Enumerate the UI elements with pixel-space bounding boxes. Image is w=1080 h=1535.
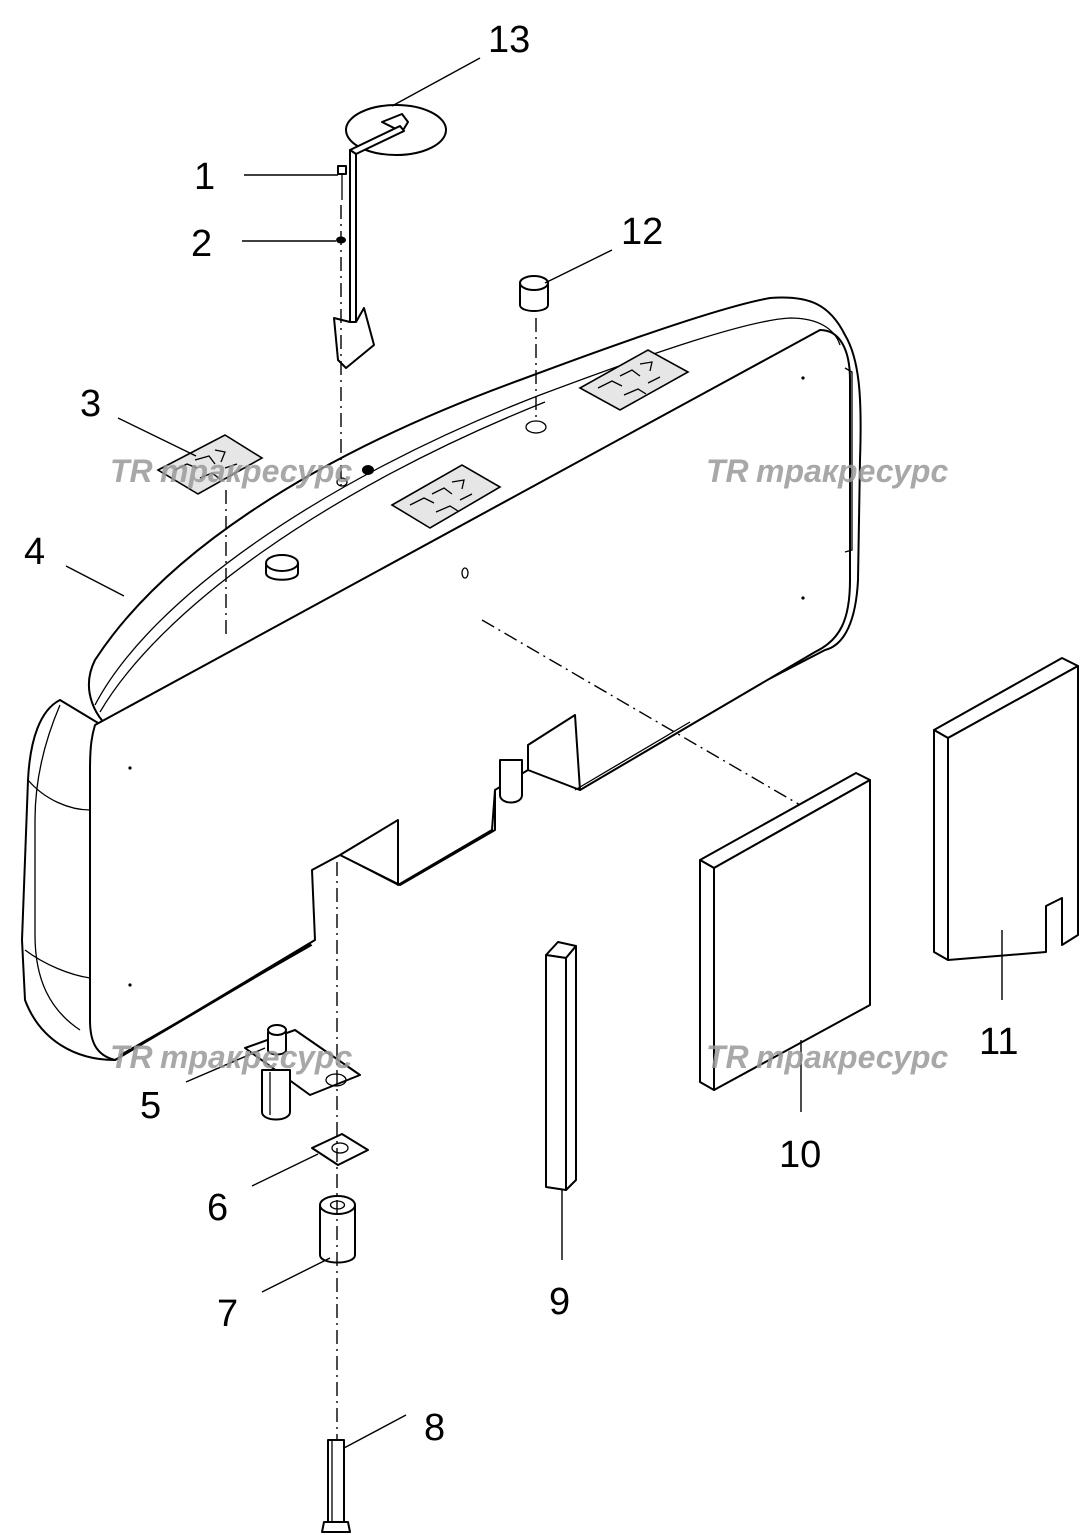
hinge-bracket <box>244 1024 361 1121</box>
long-bolt <box>321 1439 351 1533</box>
watermark-3: TR тракресурс <box>110 1039 352 1075</box>
watermark-logo: TR <box>110 453 153 489</box>
watermark-text: тракресурс <box>160 453 352 489</box>
callout-9: 9 <box>549 1281 570 1323</box>
plug <box>519 275 549 312</box>
square-washer <box>311 1133 369 1166</box>
callout-13: 13 <box>488 19 530 61</box>
callout-labels: 1 2 3 4 5 6 7 8 9 10 11 12 13 <box>24 19 1018 1449</box>
watermark-logo: TR <box>706 453 749 489</box>
callout-11: 11 <box>979 1021 1018 1063</box>
anti-slip-plate-left <box>156 434 264 495</box>
watermark-logo: TR <box>706 1039 749 1075</box>
watermark-text: тракресурс <box>160 1039 352 1075</box>
callout-1: 1 <box>194 156 215 198</box>
watermark-1: TR тракресурс <box>110 453 352 489</box>
watermark-logo: TR <box>110 1039 153 1075</box>
weight-plate-11 <box>933 657 1079 961</box>
anti-slip-plate-right <box>578 349 690 411</box>
weight-plate-10 <box>699 772 871 1091</box>
watermark-text: тракресурс <box>756 1039 948 1075</box>
callout-8: 8 <box>424 1407 445 1449</box>
square-bar <box>545 941 577 1191</box>
watermark-text: тракресурс <box>756 453 948 489</box>
callout-4: 4 <box>24 531 45 573</box>
callout-7: 7 <box>217 1293 238 1335</box>
callout-12: 12 <box>621 211 663 253</box>
small-bolt <box>337 165 347 200</box>
bracket-with-disc <box>333 104 447 369</box>
counterweight-body <box>21 296 862 1061</box>
callout-10: 10 <box>779 1134 821 1176</box>
center-lines <box>225 205 801 1440</box>
callout-2: 2 <box>191 223 212 265</box>
watermark-4: TR тракресурс <box>706 1039 948 1075</box>
callout-6: 6 <box>207 1187 228 1229</box>
callout-5: 5 <box>140 1085 161 1127</box>
watermark-2: TR тракресурс <box>706 453 948 489</box>
anti-slip-plate-center <box>390 464 502 529</box>
callout-3: 3 <box>80 383 101 425</box>
leader-lines <box>65 57 1003 1449</box>
